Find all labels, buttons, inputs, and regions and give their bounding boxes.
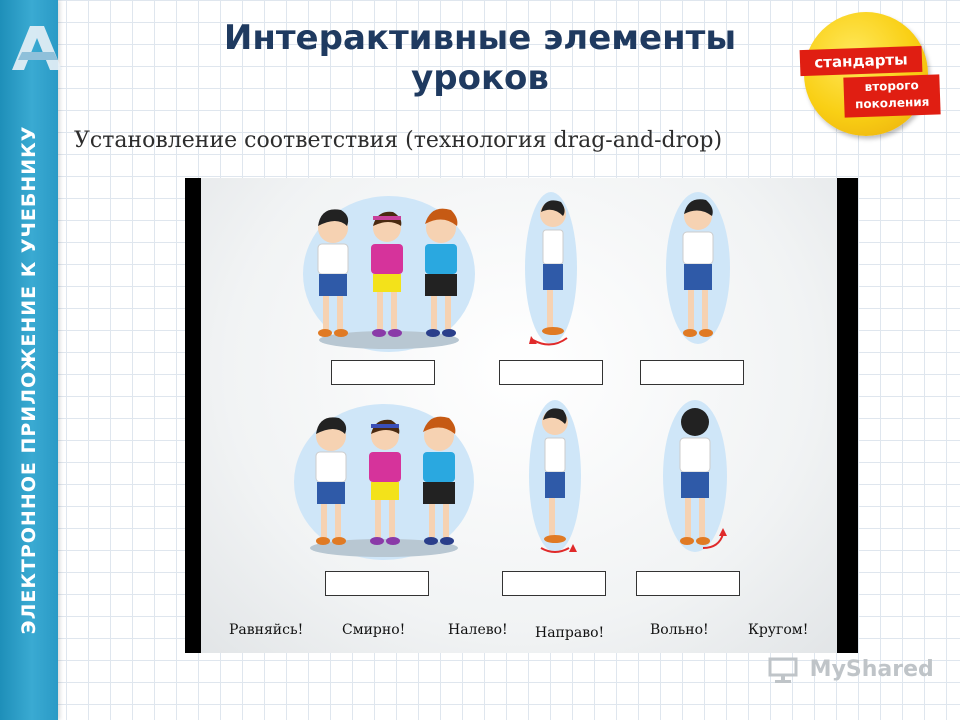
drop-slot-3[interactable] xyxy=(640,360,744,385)
exercise-canvas: Равняйсь! Смирно! Налево! Направо! Вольн… xyxy=(201,178,837,653)
drop-slot-4[interactable] xyxy=(325,571,429,596)
word-napravo[interactable]: Направо! xyxy=(535,625,605,641)
picture-three-kids-looking xyxy=(294,404,474,560)
drop-slot-5[interactable] xyxy=(502,571,606,596)
picture-boy-side xyxy=(529,400,581,553)
presentation-icon xyxy=(768,657,798,683)
picture-boy-front xyxy=(666,192,730,344)
word-krugom[interactable]: Кругом! xyxy=(748,622,809,638)
picture-three-kids-front xyxy=(303,196,475,352)
standards-badge: стандарты второго поколения xyxy=(799,12,941,136)
page-title: Интерактивные элементы уроков xyxy=(223,18,737,98)
word-nalevo[interactable]: Налево! xyxy=(448,622,508,638)
sidebar-caption: ЭЛЕКТРОННОЕ ПРИЛОЖЕНИЕ К УЧЕБНИКУ xyxy=(18,125,40,635)
word-smirno[interactable]: Смирно! xyxy=(342,622,406,638)
picture-boy-back-turn xyxy=(663,400,727,552)
picture-boy-side-turn xyxy=(525,192,577,346)
word-volno[interactable]: Вольно! xyxy=(650,622,709,638)
drop-slot-1[interactable] xyxy=(331,360,435,385)
drop-slot-6[interactable] xyxy=(636,571,740,596)
watermark: MyShared xyxy=(768,656,934,684)
badge-line-1: стандарты xyxy=(799,45,923,77)
sidebar: ЭЛЕКТРОННОЕ ПРИЛОЖЕНИЕ К УЧЕБНИКУ xyxy=(0,0,62,720)
exercise-window: Равняйсь! Смирно! Налево! Направо! Вольн… xyxy=(185,178,858,653)
badge-line-2: второго поколения xyxy=(843,74,941,118)
drop-slot-2[interactable] xyxy=(499,360,603,385)
word-ravnyays[interactable]: Равняйсь! xyxy=(229,622,304,638)
page-subtitle: Установление соответствия (технология dr… xyxy=(74,128,723,153)
textbook-logo-icon xyxy=(12,26,62,70)
